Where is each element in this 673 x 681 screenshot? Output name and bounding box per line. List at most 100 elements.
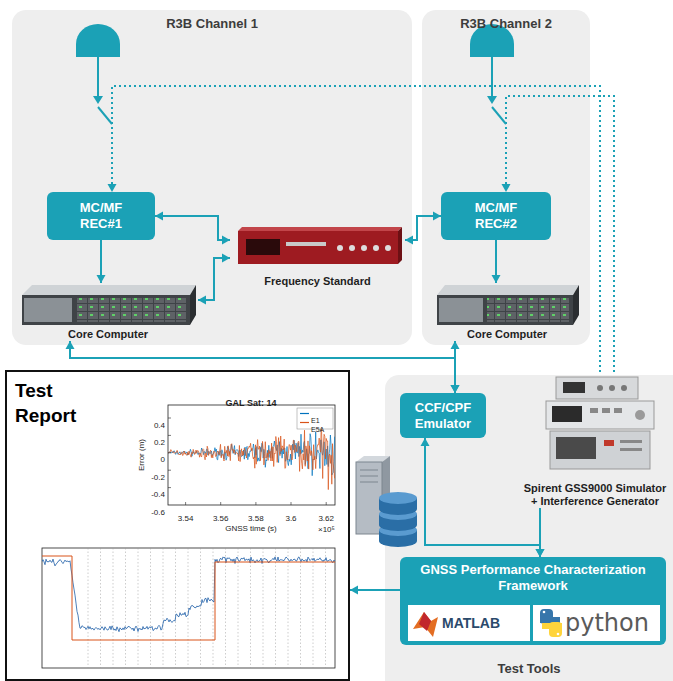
label-holder: Error (m) [130,439,148,471]
tick-label: ×10⁵ [318,525,335,534]
error-chart-part [300,422,309,423]
frequency-standard-device-part [385,245,391,251]
matlab-logo-part [419,612,431,631]
matlab-logo [413,612,438,637]
arrow-head [405,236,413,245]
frequency-standard-device-part [238,231,398,264]
receiver-box: MC/MF REC#1 [47,192,155,240]
simulator-equipment-part [602,408,610,413]
node-title: MC/MF REC#2 [457,200,535,232]
node-title: Spirent GSS9000 Simulator + Interference… [520,482,670,508]
rack-server [437,285,579,325]
grid-line [288,548,289,668]
arrow-head [492,275,501,283]
database-icon-part [360,476,378,477]
rack-server-part [437,295,573,325]
error-chart-part [297,408,333,429]
frequency-standard-device-part [361,245,367,251]
label-holder: 0.2 [154,431,165,449]
error-chart-part [291,502,292,505]
cn0-chart-part [42,548,335,668]
connector [536,508,545,557]
axis-title: Error (m) [137,439,146,471]
error-chart-part [185,502,186,505]
arrow-head [502,184,511,192]
connector [451,341,460,393]
node-title: CCF/CPF Emulator [406,400,480,432]
database-icon-part [360,470,378,471]
simulator-equipment-part [556,437,596,459]
arrow-head [222,236,230,245]
connector [492,240,501,283]
axis-title: GNSS time (s) [225,524,277,533]
simulator-equipment-part [604,440,614,446]
legend-text: E1 [311,417,320,424]
antenna-part [93,96,103,104]
rack-server-part [22,285,196,295]
label-holder: -0.2 [151,466,165,484]
simulator-equipment [546,377,654,469]
arrow-head [97,275,106,283]
node-title: Test Report [15,378,95,428]
node-title: R3B Channel 2 [422,16,590,31]
simulator-equipment-part [620,440,642,443]
error-chart-part [255,502,256,505]
chart-series [168,419,335,490]
label-holder: 3.62 [318,507,334,525]
arrow-head [451,385,460,393]
tick-label: 0 [161,455,165,464]
frequency-standard-device [238,227,402,264]
chart-series-part [168,432,335,476]
grid-line [113,548,114,668]
error-chart-part [168,435,171,436]
simulator-equipment-part [550,431,650,469]
tick-label: 3.54 [178,514,194,523]
grid-line [213,548,214,668]
label-holder: 3.6 [285,507,296,525]
connector-line [155,216,230,240]
chart-series-part [42,556,335,640]
grid-line [163,548,164,668]
simulator-equipment-part [635,410,645,420]
frequency-standard-device-part [246,239,280,255]
logo-text: python [565,609,649,637]
connector-line [70,341,455,393]
rack-server-part [573,285,579,325]
simulator-equipment-part [620,448,642,451]
python-logo-part [543,611,546,614]
tick-label: -0.6 [151,508,165,517]
node-title: Core Computer [68,328,148,341]
python-logo-part [542,623,562,629]
antenna-part [97,57,99,97]
simulator-equipment-part [563,382,585,393]
connector-line [425,438,540,557]
error-chart-part [168,405,335,505]
arrow-head [451,385,460,393]
grid-line [188,548,189,668]
receiver-box: MC/MF REC#2 [441,192,551,240]
antenna-part [76,24,120,57]
frequency-standard-device-part [286,242,326,246]
antenna [470,24,514,124]
grid-line [300,548,301,668]
grid-line [250,548,251,668]
rack-server-part [437,285,579,295]
framework-box: GNSS Performance Characterization Framew… [400,557,666,645]
database-icon-part [379,492,417,504]
tick-label: -0.4 [151,490,165,499]
chart-series-part [42,557,335,632]
database-icon-part [356,462,382,534]
error-chart-part [168,418,171,419]
tick-label: 3.56 [213,514,229,523]
frequency-standard-device-part [373,245,379,251]
grid-line [238,548,239,668]
grid-line [175,548,176,668]
simulator-equipment-part [597,385,603,391]
label-holder: 0.4 [154,414,165,432]
connector-line [506,96,614,372]
arrow-head [536,549,545,557]
chart-grid [88,548,326,668]
tick-label: 0.4 [154,421,165,430]
chart-series [42,556,335,640]
